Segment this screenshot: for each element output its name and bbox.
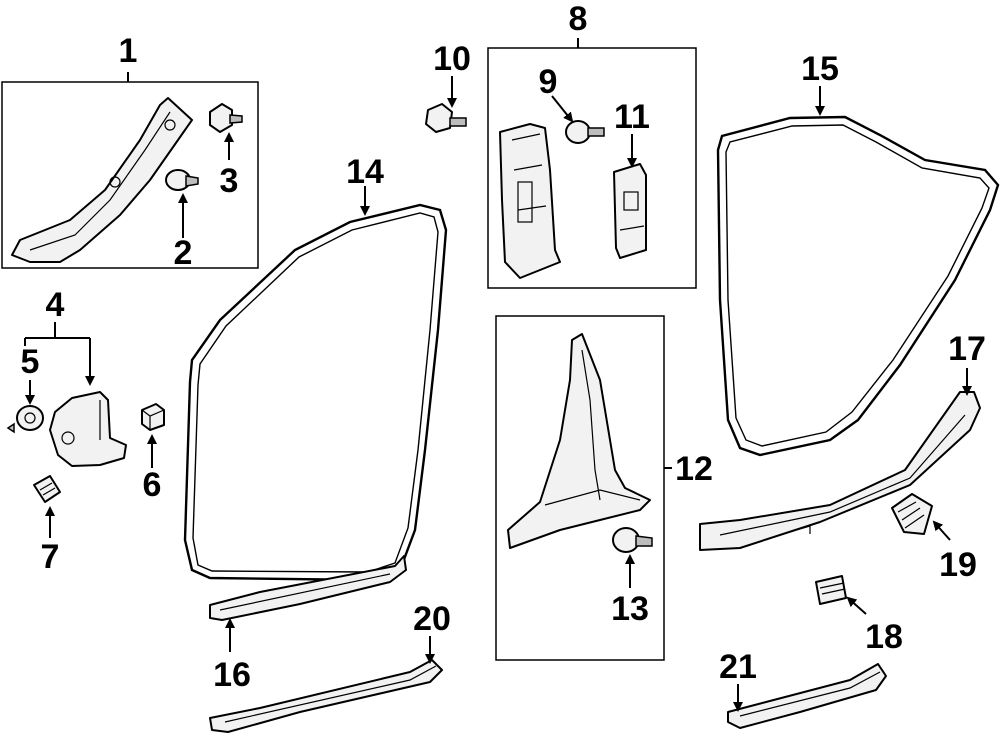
front-door-opening-seal-part-14[interactable] [183,186,448,582]
clip-part-13[interactable] [612,527,653,588]
callout-15: 15 [801,50,839,88]
callout-1: 1 [119,32,138,70]
kick-panel-part-4[interactable] [49,391,127,467]
clip-part-19[interactable] [891,493,951,541]
anchor-part-11[interactable] [613,134,647,259]
clip-part-7[interactable] [33,475,61,538]
clip-part-9[interactable] [551,95,605,144]
callout-21: 21 [719,648,757,686]
callout-14: 14 [346,153,384,191]
callout-11: 11 [614,98,650,136]
rear-door-opening-seal-part-15[interactable] [716,86,1000,457]
callout-20: 20 [413,600,451,638]
clip-part-2[interactable] [165,169,199,238]
clip-part-6[interactable] [141,403,165,468]
callout-16: 16 [213,656,251,694]
callout-8: 8 [569,0,588,38]
clip-part-18[interactable] [815,575,867,615]
group-box-1 [1,72,259,269]
callout-12: 12 [675,450,713,488]
rear-sill-plate-part-21[interactable] [727,663,887,729]
clip-part-3[interactable] [209,103,243,160]
callout-18: 18 [865,618,903,656]
group-box-12 [495,315,672,661]
callout-3: 3 [220,162,239,200]
center-pillar-lower-garnish-part[interactable] [507,333,651,549]
rear-scuff-plate-part-17[interactable] [699,368,981,551]
callout-10: 10 [433,40,471,78]
front-sill-plate-part-20[interactable] [209,636,443,733]
callout-17: 17 [948,330,986,368]
callout-6: 6 [143,466,162,504]
clip-part-5[interactable] [6,380,44,434]
front-pillar-garnish-part[interactable] [11,97,193,263]
callout-5: 5 [21,343,40,381]
callout-7: 7 [41,538,60,576]
callout-19: 19 [939,546,977,584]
front-scuff-plate-part-16[interactable] [209,555,407,652]
callout-13: 13 [611,590,649,628]
center-pillar-upper-garnish-part[interactable] [499,123,561,279]
clip-part-10[interactable] [425,76,467,133]
callout-9: 9 [539,63,558,101]
callout-2: 2 [174,234,193,272]
bracket-lines-4 [24,322,95,386]
callout-4: 4 [46,286,65,324]
group-box-8 [487,38,697,289]
